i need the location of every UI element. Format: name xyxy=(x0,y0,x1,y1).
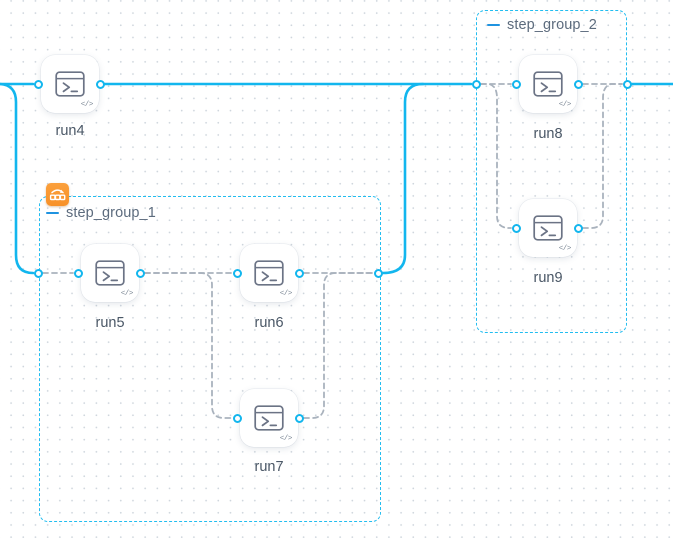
port-run4-out[interactable] xyxy=(96,80,105,89)
code-badge-icon: </> xyxy=(120,289,134,298)
code-badge-icon: </> xyxy=(279,289,293,298)
terminal-icon xyxy=(55,71,85,97)
port-run7-out[interactable] xyxy=(295,414,304,423)
port-run6-in[interactable] xyxy=(233,269,242,278)
node-run4[interactable]: </> xyxy=(41,55,99,113)
node-run9[interactable]: </> xyxy=(519,199,577,257)
node-run6[interactable]: </> xyxy=(240,244,298,302)
port-run5-out[interactable] xyxy=(136,269,145,278)
node-run5[interactable]: </> xyxy=(81,244,139,302)
node-run7[interactable]: </> xyxy=(240,389,298,447)
terminal-icon xyxy=(533,215,563,241)
port-run8-out[interactable] xyxy=(574,80,583,89)
group-label: step_group_2 xyxy=(507,17,597,33)
terminal-icon xyxy=(254,405,284,431)
terminal-icon xyxy=(95,260,125,286)
port-group2-out[interactable] xyxy=(623,80,632,89)
node-label-run5: run5 xyxy=(95,315,125,331)
node-label-run8: run8 xyxy=(533,126,563,142)
terminal-icon xyxy=(254,260,284,286)
node-run8[interactable]: </> xyxy=(519,55,577,113)
port-run9-in[interactable] xyxy=(512,224,521,233)
port-group2-in[interactable] xyxy=(472,80,481,89)
port-run4-in[interactable] xyxy=(34,80,43,89)
group-header-step_group_1[interactable]: step_group_1 xyxy=(46,205,156,221)
port-run9-out[interactable] xyxy=(574,224,583,233)
node-label-run7: run7 xyxy=(254,459,284,475)
port-run5-in[interactable] xyxy=(74,269,83,278)
group-frame-step_group_1[interactable] xyxy=(39,196,381,522)
minus-icon[interactable] xyxy=(46,211,59,215)
node-label-run4: run4 xyxy=(55,123,85,139)
port-run6-out[interactable] xyxy=(295,269,304,278)
code-badge-icon: </> xyxy=(558,244,572,253)
node-label-run9: run9 xyxy=(533,270,563,286)
group-label: step_group_1 xyxy=(66,205,156,221)
edge-canvas-in-to-group1 xyxy=(0,82,35,275)
group-flow-icon[interactable] xyxy=(46,183,69,206)
port-run8-in[interactable] xyxy=(512,80,521,89)
port-group1-out[interactable] xyxy=(374,269,383,278)
edge-group1out-to-main xyxy=(381,82,425,275)
terminal-icon xyxy=(533,71,563,97)
minus-icon[interactable] xyxy=(487,23,500,27)
port-group1-in[interactable] xyxy=(34,269,43,278)
group-header-step_group_2[interactable]: step_group_2 xyxy=(487,17,597,33)
code-badge-icon: </> xyxy=(558,100,572,109)
node-label-run6: run6 xyxy=(254,315,284,331)
code-badge-icon: </> xyxy=(80,100,94,109)
port-run7-in[interactable] xyxy=(233,414,242,423)
group-frame-step_group_2[interactable] xyxy=(476,10,627,333)
code-badge-icon: </> xyxy=(279,434,293,443)
